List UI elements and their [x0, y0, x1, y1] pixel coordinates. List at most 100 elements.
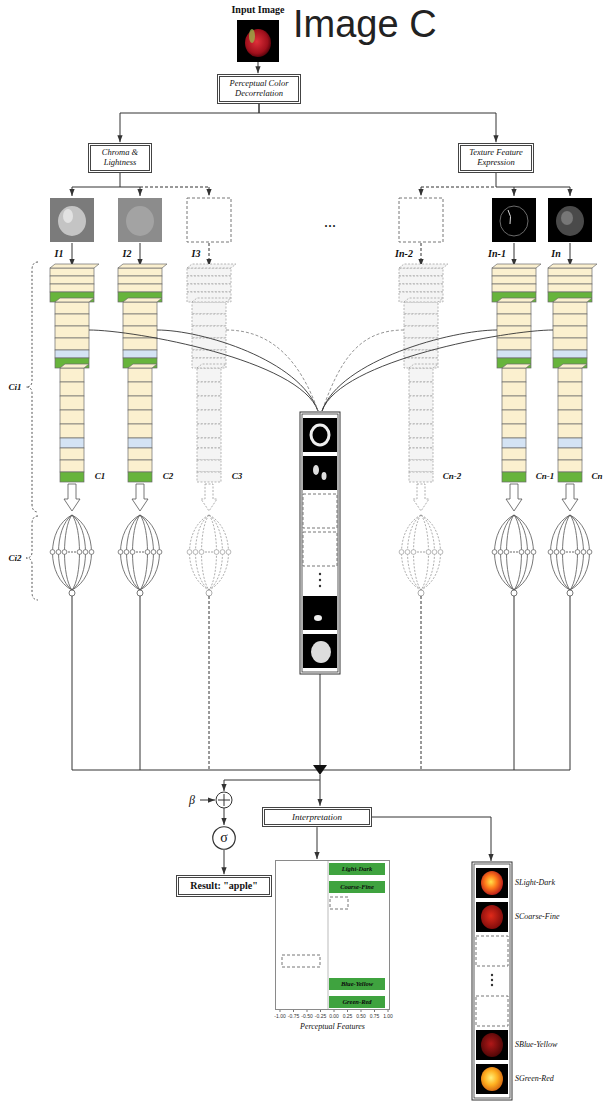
conv-layer: [558, 382, 582, 396]
conv-layer: [502, 410, 526, 424]
conv-layer: [118, 276, 162, 284]
neuron-curve: [72, 515, 92, 590]
conv-layer: [60, 382, 84, 396]
node-text: σ: [220, 830, 228, 846]
conv-layer: [128, 424, 152, 438]
neuron: [575, 550, 580, 555]
flow-arrow: [72, 243, 73, 266]
feature-line: [89, 330, 318, 411]
merge-line: [320, 674, 321, 770]
flow-arrow: [514, 187, 515, 196]
conv-layer: [548, 276, 592, 284]
neuron: [587, 550, 592, 555]
conv-layer: [409, 448, 433, 460]
flow-arrow: [421, 187, 422, 196]
conv-layer: [553, 338, 587, 350]
mask-map: [303, 456, 337, 490]
cnn-label: C2: [163, 472, 174, 481]
conv-layer: [497, 314, 531, 326]
output-neuron: [418, 590, 424, 596]
conv-layer: [118, 284, 162, 292]
bias-label: β: [189, 794, 195, 806]
conv-layer: [197, 396, 221, 410]
flow-line: [120, 173, 121, 187]
axis-tick: -0.25: [315, 1014, 326, 1019]
hollow-arrow: [562, 484, 578, 511]
neuron: [498, 550, 503, 555]
ellipsis-dot: [491, 984, 493, 986]
input-channel-label: In-2: [395, 249, 413, 259]
ellipsis-dot: [319, 573, 321, 575]
brace-label: Ci1: [8, 383, 21, 392]
conv-layer-top: [128, 364, 157, 368]
ellipsis-dot: [211, 551, 213, 553]
conv-layer: [502, 460, 526, 472]
conv-layer: [128, 396, 152, 410]
neuron-curve: [570, 515, 590, 590]
neuron: [504, 550, 509, 555]
conv-layer-top: [50, 264, 99, 268]
process-box: Interpretation: [262, 807, 372, 827]
ellipsis-dot: [319, 579, 321, 581]
conv-layer: [497, 350, 531, 358]
conv-layer: [50, 268, 94, 276]
conv-layer: [548, 292, 592, 302]
neuron: [432, 550, 437, 555]
mask-map: [303, 634, 337, 668]
axis-tick-mark: [320, 1010, 321, 1012]
conv-layer: [502, 472, 526, 482]
neuron: [130, 550, 135, 555]
conv-layer-top: [192, 298, 231, 302]
apple-highlight: [249, 29, 255, 43]
ellipsis-dot: [572, 551, 574, 553]
placeholder-map: [476, 996, 508, 1026]
node-text: Green-Red: [331, 996, 383, 1008]
axis-tick-mark: [334, 1010, 335, 1012]
mask-blob: [314, 615, 322, 621]
chart-bar: Light-Dark: [329, 863, 385, 875]
conv-layer: [197, 424, 221, 438]
input-channel-label: I2: [123, 249, 132, 259]
ellipsis-dot: [513, 551, 515, 553]
mask-blob: [322, 472, 327, 480]
neuron: [89, 550, 94, 555]
bracket: [26, 262, 38, 512]
chart-title: Perceptual Features: [256, 1022, 409, 1031]
axis-tick: 0.25: [343, 1014, 353, 1019]
placeholder-map: [303, 494, 337, 528]
node-text: Coarse-Fine: [331, 881, 383, 893]
neuron-curve: [121, 515, 141, 590]
circle-shape: [213, 827, 236, 850]
conv-layer: [192, 302, 226, 314]
saliency-label: SGreen-Red: [515, 1075, 554, 1083]
ellipsis-dot: [74, 551, 76, 553]
merge-line: [421, 596, 422, 770]
conv-layer-top: [497, 298, 536, 302]
flow-arrow: [224, 808, 225, 825]
conv-layer: [55, 338, 89, 350]
flow-line: [140, 187, 209, 188]
neuron: [405, 550, 410, 555]
flow-connector: [224, 850, 225, 874]
conv-layer: [502, 448, 526, 460]
conv-layer: [60, 472, 84, 482]
neuron-curve: [495, 515, 515, 590]
placeholder-bar: [330, 897, 348, 909]
conv-layer: [55, 350, 89, 358]
saliency-map: [476, 868, 508, 898]
flow-arrow: [372, 817, 491, 861]
neuron: [220, 550, 225, 555]
conv-layer-top: [399, 264, 448, 268]
neuron: [399, 550, 404, 555]
input-channel-label: I1: [55, 249, 64, 259]
mask-panel: [300, 412, 340, 674]
conv-layer-top: [55, 298, 94, 302]
apple-channel: [58, 206, 86, 236]
conv-layer: [409, 410, 433, 424]
ellipsis-dot: [423, 551, 425, 553]
conv-layer: [55, 326, 89, 338]
neuron: [525, 550, 530, 555]
conv-layer: [192, 338, 226, 350]
conv-layer: [558, 448, 582, 460]
conv-layer: [409, 424, 433, 438]
